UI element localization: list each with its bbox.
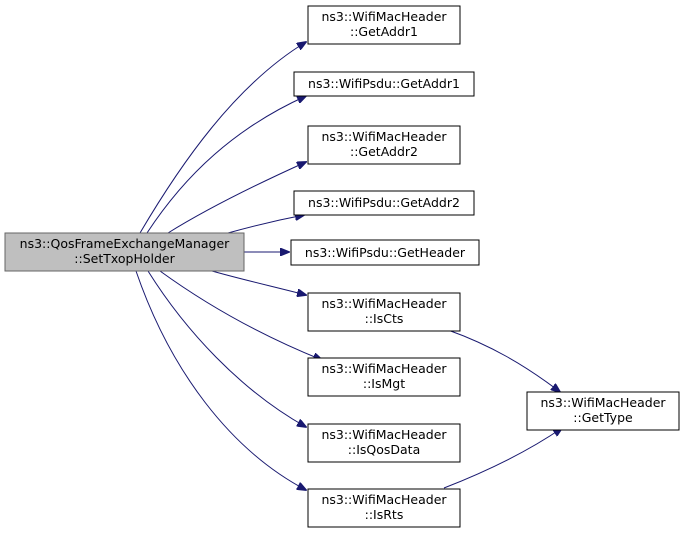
edge-set-txop-holder-to-mac-ismgt: [159, 270, 322, 360]
node-label-line-2: ::GetAddr1: [350, 24, 418, 39]
node-label-line-1: ns3::WifiMacHeader: [321, 492, 447, 507]
edge-set-txop-holder-to-mac-getaddr1: [139, 42, 306, 234]
node-label-line-1: ns3::WifiMacHeader: [540, 395, 666, 410]
node-label-line-1: ns3::WifiMacHeader: [321, 427, 447, 442]
node-psdu-getaddr1[interactable]: ns3::WifiPsdu::GetAddr1: [293, 71, 475, 97]
node-mac-getaddr1[interactable]: ns3::WifiMacHeader ::GetAddr1: [307, 5, 461, 45]
node-label-line-1: ns3::QosFrameExchangeManager: [20, 236, 230, 251]
node-label: ns3::WifiPsdu::GetHeader: [305, 245, 466, 260]
node-label-line-2: ::IsQosData: [348, 442, 420, 457]
edge-set-txop-holder-to-psdu-getaddr1: [146, 96, 306, 234]
node-mac-getaddr2[interactable]: ns3::WifiMacHeader ::GetAddr2: [307, 125, 461, 165]
edge-mac-isrts-to-mac-gettype: [443, 428, 562, 489]
node-label-line-2: ::SetTxopHolder: [74, 251, 175, 266]
node-label-line-2: ::IsCts: [365, 311, 404, 326]
node-label-line-2: ::GetAddr2: [350, 144, 418, 159]
node-label-line-2: ::GetType: [573, 410, 633, 425]
node-mac-gettype[interactable]: ns3::WifiMacHeader ::GetType: [526, 391, 680, 431]
node-mac-isrts[interactable]: ns3::WifiMacHeader ::IsRts: [307, 488, 461, 528]
node-mac-isqosdata[interactable]: ns3::WifiMacHeader ::IsQosData: [307, 423, 461, 463]
node-psdu-getaddr2[interactable]: ns3::WifiPsdu::GetAddr2: [293, 190, 475, 216]
node-label-line-2: ::IsMgt: [363, 376, 405, 391]
node-label-line-1: ns3::WifiMacHeader: [321, 296, 447, 311]
node-label-line-2: ::IsRts: [365, 507, 404, 522]
node-psdu-getheader[interactable]: ns3::WifiPsdu::GetHeader: [290, 239, 480, 266]
node-label-line-1: ns3::WifiMacHeader: [321, 129, 447, 144]
node-label: ns3::WifiPsdu::GetAddr1: [308, 76, 460, 91]
edge-mac-iscts-to-mac-gettype: [447, 329, 560, 392]
node-label: ns3::WifiPsdu::GetAddr2: [308, 195, 460, 210]
edges: [135, 42, 562, 490]
edge-set-txop-holder-to-mac-getaddr2: [167, 162, 306, 234]
node-label-line-1: ns3::WifiMacHeader: [321, 9, 447, 24]
node-mac-iscts[interactable]: ns3::WifiMacHeader ::IsCts: [307, 292, 461, 332]
node-label-line-1: ns3::WifiMacHeader: [321, 361, 447, 376]
node-mac-ismgt[interactable]: ns3::WifiMacHeader ::IsMgt: [307, 357, 461, 397]
node-set-txop-holder[interactable]: ns3::QosFrameExchangeManager ::SetTxopHo…: [4, 232, 245, 272]
edge-set-txop-holder-to-mac-iscts: [211, 270, 306, 295]
edge-set-txop-holder-to-mac-isqosdata: [147, 270, 306, 427]
edge-set-txop-holder-to-mac-isrts: [135, 270, 306, 490]
edge-set-txop-holder-to-psdu-getaddr2: [227, 215, 304, 234]
